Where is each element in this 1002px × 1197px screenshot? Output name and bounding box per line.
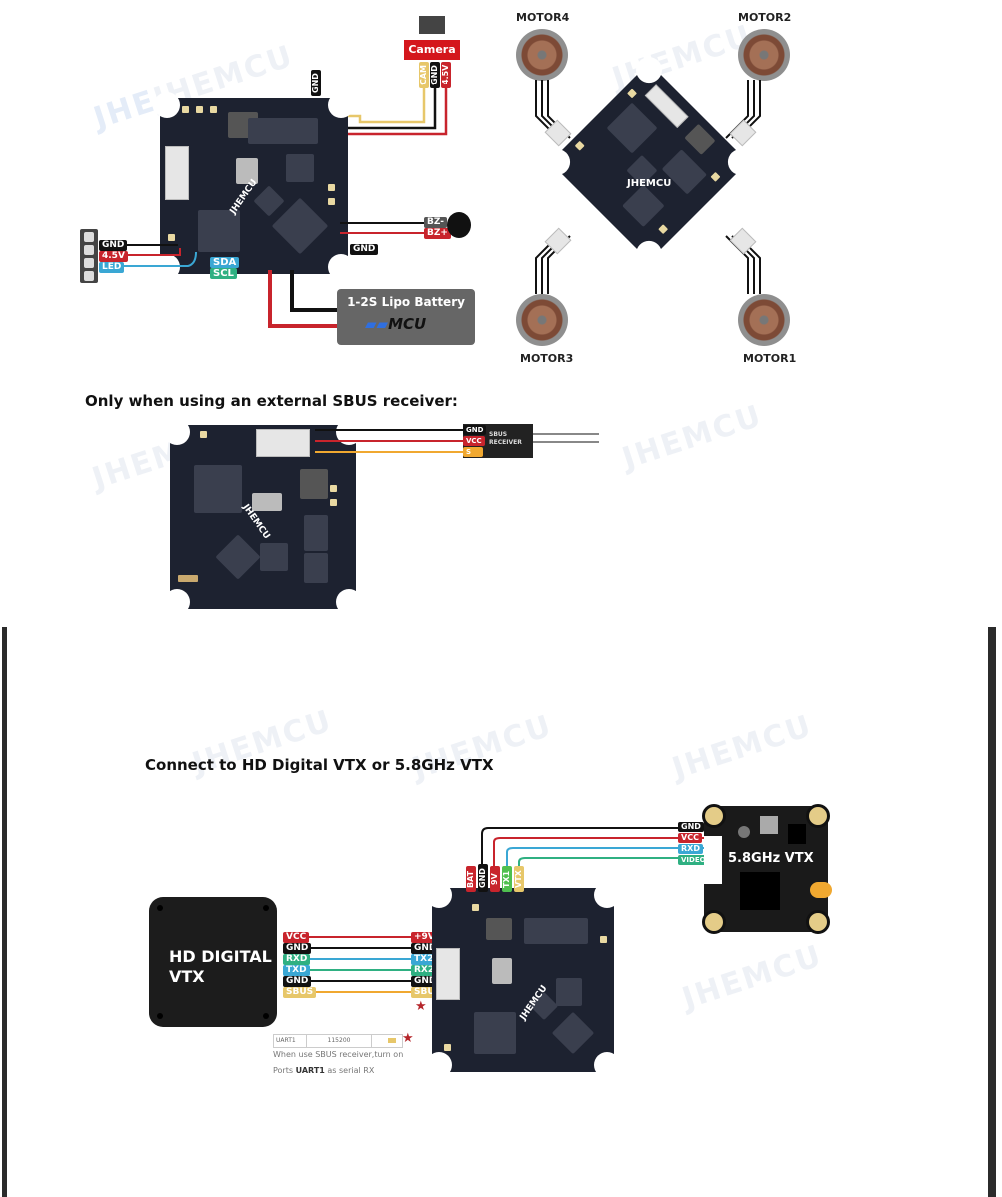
uart-table-port: UART1 <box>274 1035 307 1047</box>
panel-border-right <box>988 627 996 1197</box>
vtx-heading: Connect to HD Digital VTX or 5.8GHz VTX <box>145 756 494 774</box>
motor1 <box>738 294 790 346</box>
camera-body: Camera <box>404 40 460 60</box>
analog-vtx-5-8ghz: 5.8GHz VTX <box>702 804 832 934</box>
sbus-heading: Only when using an external SBUS receive… <box>85 392 458 410</box>
uart-note-line1: When use SBUS receiver,turn on <box>273 1050 404 1059</box>
battery-title: 1-2S Lipo Battery <box>347 295 465 309</box>
hd-vtx-pin-rxd: RXD <box>283 954 311 965</box>
flight-controller-board: JHEMCU <box>154 92 354 280</box>
uart-table-baud: 115200 <box>307 1035 372 1047</box>
buzzer <box>447 212 471 238</box>
fc-pin-tx2: TX2 <box>411 954 437 965</box>
hd-vtx-pin-gnd2: GND <box>283 976 312 987</box>
board-brand: JHEMCU <box>627 178 672 189</box>
buzzer-pin-neg: BZ- <box>424 217 447 228</box>
analog-vtx-pin-video: VIDEO <box>678 855 709 865</box>
camera-label: Camera <box>408 43 456 56</box>
analog-vtx-pin-vcc: VCC <box>678 833 702 843</box>
i2c-sda-label: SDA <box>210 257 240 268</box>
hd-vtx-title: HD DIGITAL VTX <box>169 947 272 986</box>
led-pin-led: LED <box>99 262 125 273</box>
fc-pin-sbus: SBUS <box>411 987 445 998</box>
hd-vtx-pin-vcc: VCC <box>283 932 310 943</box>
motor4-label: MOTOR4 <box>516 11 570 24</box>
hd-vtx-pin-gnd: GND <box>283 943 312 954</box>
motor2 <box>738 29 790 81</box>
analog-vtx-pin-rxd: RXD <box>678 844 703 854</box>
flight-controller-board-vtx: JHEMCU <box>426 882 620 1078</box>
fc-pin-gnd: GND <box>411 943 440 954</box>
gnd-right-label: GND <box>350 244 379 255</box>
fc-pin-rx2: RX2 <box>411 965 438 976</box>
motor1-label: MOTOR1 <box>743 352 797 365</box>
sbus-receiver-title: SBUS RECEIVER <box>489 431 522 446</box>
watermark: JHEMCU <box>678 938 827 1017</box>
fc-top-gnd-label: GND <box>311 70 321 96</box>
hd-vtx-pin-sbus: SBUS <box>283 987 317 998</box>
sbus-pin-vcc: VCC <box>463 436 485 446</box>
flight-controller-board-sbus: JHEMCU <box>164 419 362 615</box>
led-pin-4v5: 4.5V <box>99 251 128 262</box>
watermark: JHEMCU <box>408 708 557 787</box>
analog-vtx-wires <box>481 827 705 866</box>
battery-brand: ▰▰MCU <box>365 315 427 333</box>
led-pin-gnd: GND <box>99 240 128 251</box>
motor4 <box>516 29 568 81</box>
star-icon: ★ <box>415 999 427 1014</box>
analog-vtx-title: 5.8GHz VTX <box>728 851 814 866</box>
hd-vtx-wires <box>300 936 420 993</box>
buzzer-pin-pos: BZ+ <box>424 228 451 239</box>
motor3-label: MOTOR3 <box>520 352 574 365</box>
sbus-pin-s: S <box>463 447 483 457</box>
battery: 1-2S Lipo Battery ▰▰MCU <box>337 289 475 345</box>
led-wires <box>120 244 197 267</box>
analog-vtx-pin-gnd: GND <box>678 822 704 832</box>
uart-note-line2: Ports UART1 as serial RX <box>273 1066 375 1075</box>
motor2-label: MOTOR2 <box>738 11 792 24</box>
battery-wires <box>268 270 340 328</box>
buzzer-wires <box>340 222 430 234</box>
sbus-wires <box>315 429 465 453</box>
sbus-antenna <box>533 433 599 443</box>
sbus-receiver: GND VCC S SBUS RECEIVER <box>463 424 533 458</box>
panel-border-left <box>2 627 7 1197</box>
watermark: JHEMCU <box>668 708 817 787</box>
star-icon: ★ <box>402 1031 414 1046</box>
i2c-scl-label: SCL <box>210 268 237 279</box>
motor3 <box>516 294 568 346</box>
sbus-pin-gnd: GND <box>463 425 487 435</box>
camera-lens <box>419 16 445 34</box>
camera-wires <box>340 84 448 136</box>
hd-vtx-pin-txd: TXD <box>283 965 310 976</box>
watermark: JHEMCU <box>618 398 767 477</box>
led-strip <box>80 229 98 283</box>
fc-pin-9v: +9V <box>411 932 438 943</box>
fc-pin-gnd2: GND <box>411 976 440 987</box>
hd-digital-vtx: HD DIGITAL VTX <box>149 897 277 1027</box>
uart-table: UART1 115200 <box>273 1034 403 1048</box>
uart-table-toggle <box>372 1035 402 1047</box>
